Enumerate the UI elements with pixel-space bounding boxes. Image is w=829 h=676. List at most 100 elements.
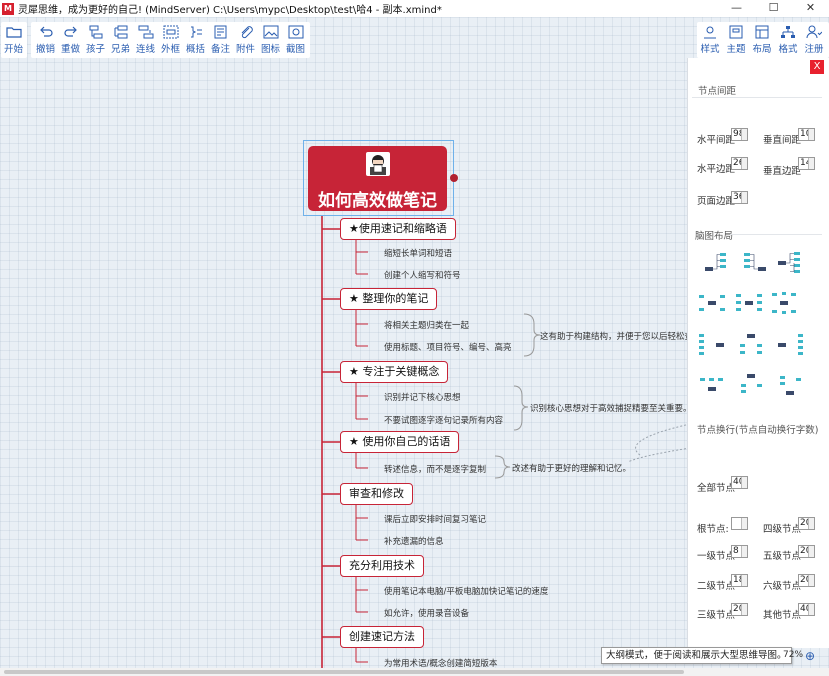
attachment-button[interactable]: 附件 (233, 22, 258, 58)
boundary-icon (163, 25, 178, 39)
v-margin-label: 垂直边距 (763, 166, 802, 177)
maximize-button[interactable]: ☐ (768, 1, 779, 14)
branch-topic[interactable]: 审查和修改 (340, 483, 413, 505)
leaf-topic[interactable]: 不要试图逐字逐句记录所有内容 (384, 416, 504, 426)
add-child-button[interactable]: 孩子 (83, 22, 108, 58)
leaf-topic[interactable]: 将相关主题归类在一起 (384, 321, 470, 331)
level1-label: 一级节点 (697, 551, 736, 562)
summary-button[interactable]: 概括 (183, 22, 208, 58)
level5-input[interactable]: 20 (798, 545, 815, 558)
register-button[interactable]: 注册 (801, 22, 827, 58)
note-icon (214, 25, 226, 39)
layout-option-tree-down[interactable] (737, 372, 765, 398)
redo-icon (63, 26, 77, 37)
undo-button[interactable]: 撤销 (33, 22, 58, 58)
layout-option-left[interactable] (740, 250, 768, 276)
start-toolbar: 开始 (1, 22, 27, 58)
format-icon (781, 26, 795, 38)
h-margin-input[interactable]: 26 (731, 157, 748, 170)
v-margin-input[interactable]: 14 (798, 157, 815, 170)
root-topic-title: 如何高效做笔记 (318, 191, 437, 211)
section-divider (692, 97, 822, 98)
undo-icon (39, 26, 53, 37)
register-icon (806, 25, 822, 39)
layout-option-org-left[interactable] (698, 332, 726, 358)
style-icon (704, 26, 716, 39)
add-sibling-button[interactable]: 兄弟 (108, 22, 133, 58)
layout-option-tree-up[interactable] (776, 372, 804, 398)
layout-icon (755, 25, 769, 39)
style-button[interactable]: 样式 (697, 22, 723, 58)
layout-option-balanced[interactable] (735, 290, 763, 316)
branch-topic[interactable]: ★使用速记和缩略语 (340, 218, 456, 240)
leaf-topic[interactable]: 课后立即安排时间复习笔记 (384, 515, 487, 525)
leaf-topic[interactable]: 转述信息，而不是逐字复制 (384, 465, 487, 475)
layout-section-title: 脑图布局 (695, 231, 734, 242)
sibling-node-icon (114, 25, 127, 39)
zoom-in-icon[interactable]: ⊕ (805, 649, 816, 663)
layout-option-timeline[interactable] (698, 372, 726, 398)
theme-button[interactable]: 主题 (723, 22, 749, 58)
leaf-topic[interactable]: 识别并记下核心思想 (384, 393, 461, 403)
layout-button[interactable]: 布局 (749, 22, 775, 58)
leaf-topic[interactable]: 为常用术语/概念创建简短版本 (384, 659, 498, 669)
section-divider (730, 234, 822, 235)
screenshot-button[interactable]: 截图 (283, 22, 308, 58)
other-nodes-input[interactable]: 40 (798, 603, 815, 616)
level6-input[interactable]: 20 (798, 574, 815, 587)
leaf-topic[interactable]: 缩短长单词和短语 (384, 249, 453, 259)
minimize-button[interactable]: — (731, 1, 742, 14)
scrollbar-thumb[interactable] (4, 670, 684, 674)
level2-input[interactable]: 18 (731, 574, 748, 587)
layout-option-org-right[interactable] (776, 332, 804, 358)
branch-topic[interactable]: 创建速记方法 (340, 626, 424, 648)
branch-topic[interactable]: ★ 整理你的笔记 (340, 288, 438, 310)
level3-input[interactable]: 20 (731, 603, 748, 616)
layout-option-right[interactable] (703, 250, 731, 276)
collapse-toggle[interactable] (450, 174, 458, 182)
summary-topic[interactable]: 这有助于构建结构，并便于您以后轻松查 (540, 332, 688, 342)
screenshot-icon (288, 25, 303, 39)
layout-option-org-down[interactable] (737, 332, 765, 358)
zoom-level: 72% (783, 650, 804, 660)
v-spacing-input[interactable]: 10 (798, 128, 815, 141)
leaf-topic[interactable]: 如允许，使用录音设备 (384, 609, 470, 619)
boundary-button[interactable]: 外框 (158, 22, 183, 58)
level5-label: 五级节点 (763, 551, 802, 562)
branch-topic[interactable]: ★ 专注于关键概念 (340, 361, 449, 383)
leaf-topic[interactable]: 创建个人缩写和符号 (384, 271, 461, 281)
h-spacing-label: 水平间距 (697, 135, 736, 146)
leaf-topic[interactable]: 使用标题、项目符号、编号、高亮 (384, 343, 512, 353)
layout-option-fishbone[interactable] (770, 290, 798, 316)
start-button[interactable]: 开始 (1, 22, 26, 58)
root-node-input[interactable] (731, 517, 748, 530)
level4-input[interactable]: 20 (798, 517, 815, 530)
layout-option-tree[interactable] (776, 250, 804, 276)
h-margin-label: 水平边距 (697, 164, 736, 175)
branch-topic[interactable]: ★ 使用你自己的话语 (340, 431, 460, 453)
page-margin-input[interactable]: 36 (731, 191, 748, 204)
root-topic[interactable]: 如何高效做笔记 (308, 146, 447, 211)
connector-button[interactable]: 连线 (133, 22, 158, 58)
level1-input[interactable]: 8 (731, 545, 748, 558)
summary-topic[interactable]: 改述有助于更好的理解和记忆。 (512, 464, 632, 474)
leaf-topic[interactable]: 使用笔记本电脑/平板电脑加快记笔记的速度 (384, 587, 549, 597)
format-button[interactable]: 格式 (775, 22, 801, 58)
close-window-button[interactable]: ✕ (805, 1, 816, 14)
branch-topic[interactable]: 充分利用技术 (340, 555, 424, 577)
level6-label: 六级节点 (763, 581, 802, 592)
image-button[interactable]: 图标 (258, 22, 283, 58)
h-spacing-input[interactable]: 98 (731, 128, 748, 141)
page-margin-label: 页面边距 (697, 196, 736, 207)
other-nodes-label: 其他节点 (763, 610, 802, 621)
all-nodes-input[interactable]: 40 (731, 476, 748, 489)
wrap-section-title: 节点换行(节点自动换行字数) (697, 425, 819, 436)
close-panel-button[interactable]: X (810, 60, 824, 74)
layout-option-mind[interactable] (698, 290, 726, 316)
note-button[interactable]: 备注 (208, 22, 233, 58)
redo-button[interactable]: 重做 (58, 22, 83, 58)
all-nodes-label: 全部节点 (697, 483, 736, 494)
leaf-topic[interactable]: 补充遗漏的信息 (384, 537, 444, 547)
summary-topic[interactable]: 识别核心思想对于高效捕捉精要至关重要。 (530, 404, 688, 414)
app-logo-icon: M (2, 2, 14, 15)
